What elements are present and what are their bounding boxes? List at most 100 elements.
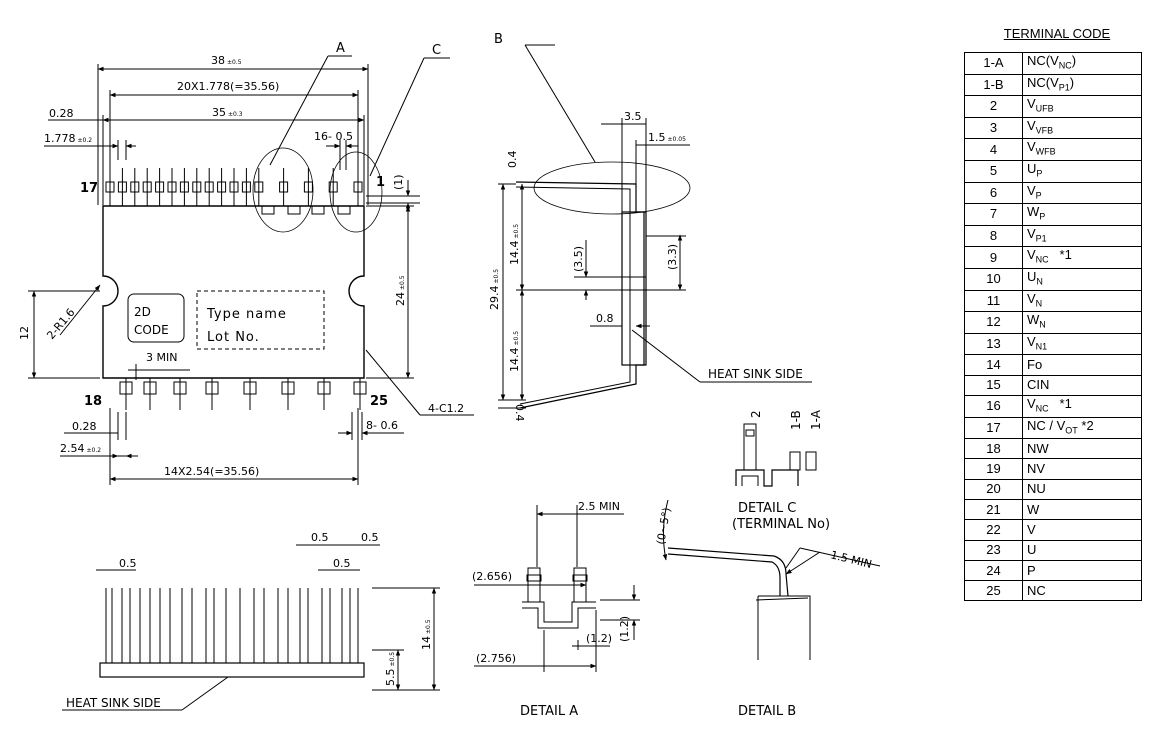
detail-a-2656: (2.656): [472, 570, 512, 583]
dim-r16: 2-R1.6: [44, 306, 77, 342]
terminal-no: 23: [964, 539, 1023, 561]
pin-bends: [261, 206, 351, 215]
terminal-function: UP: [1022, 159, 1142, 183]
terminal-no: 15: [964, 374, 1023, 396]
terminal-no: 7: [964, 203, 1023, 226]
terminal-no: 11: [964, 289, 1023, 313]
marking-box: [196, 290, 325, 350]
pin-head: [317, 381, 331, 395]
dim-pitch-top: 20X1.778(=35.56): [177, 80, 279, 93]
front-dim-55: 5.5±0.5: [384, 652, 397, 686]
bottom-pins: [119, 378, 367, 410]
code-2d-box: [127, 293, 185, 343]
terminal-no: 2: [964, 95, 1023, 118]
terminal-function: VNC *1: [1022, 394, 1142, 418]
pin-head: [241, 181, 251, 193]
terminal-function: NC / VOT *2: [1022, 416, 1142, 440]
pin-head: [130, 181, 140, 193]
pin-head: [142, 181, 152, 193]
detail-a-12v: (1.2): [618, 616, 631, 642]
dim-c12: 4-C1.2: [428, 402, 464, 415]
package-body: [102, 205, 365, 379]
dim-24: 24±0.5: [394, 275, 407, 306]
front-heat-sink-label: HEAT SINK SIDE: [66, 696, 161, 710]
terminal-no: 20: [964, 478, 1023, 500]
terminal-no: 12: [964, 311, 1023, 334]
detail-c-pin1b: 1-B: [789, 410, 803, 430]
detail-c-title1: DETAIL C: [738, 501, 796, 516]
terminal-no: 16: [964, 394, 1023, 418]
side-view: [498, 44, 812, 409]
pin-head: [192, 181, 202, 193]
terminal-function: U: [1022, 539, 1142, 561]
detail-a-drawing: [474, 505, 640, 672]
front-dim-14: 14±0.5: [420, 619, 433, 650]
code-2d-line1: 2D: [134, 305, 151, 319]
pin-head: [117, 181, 127, 193]
side-dim-35: 3.5: [624, 110, 642, 123]
side-dim-08: 0.8: [596, 312, 614, 325]
terminal-function: VVFB: [1022, 116, 1142, 140]
pin-head: [229, 181, 239, 193]
dim-pitch-bot: 14X2.54(=35.56): [164, 465, 259, 478]
terminal-function: NC: [1022, 580, 1142, 602]
pin-head: [328, 181, 338, 193]
dim-38: 38±0.5: [211, 54, 242, 67]
terminal-function: NW: [1022, 438, 1142, 460]
terminal-function: VUFB: [1022, 95, 1142, 118]
detail-b-angle: (0~5°): [654, 507, 673, 546]
pin-1-label: 1: [376, 175, 385, 190]
label-b: B: [494, 32, 503, 47]
pin-head: [119, 381, 133, 395]
detail-b-title: DETAIL B: [738, 704, 796, 719]
detail-a-12h: (1.2): [586, 632, 612, 645]
dim-254: 2.54±0.2: [60, 442, 101, 455]
terminal-function: VN1: [1022, 332, 1142, 356]
front-dim-05a: 0.5: [119, 557, 137, 570]
terminal-no: 18: [964, 438, 1023, 460]
terminal-no: 1-A: [964, 52, 1023, 75]
side-dim-04: 0.4: [506, 151, 519, 169]
terminal-no: 14: [964, 354, 1023, 376]
detail-a-title: DETAIL A: [520, 704, 578, 719]
top-view: [28, 55, 474, 485]
heat-sink-side-label: HEAT SINK SIDE: [708, 367, 803, 381]
side-dim-35p: (3.5): [572, 246, 585, 272]
pin-head: [205, 381, 219, 395]
type-name: Type name: [206, 307, 287, 322]
label-c: C: [432, 43, 441, 58]
terminal-no: 19: [964, 458, 1023, 480]
terminal-function: W: [1022, 498, 1142, 521]
front-pins: [105, 588, 359, 663]
side-dim-144b: 14.4±0.5: [508, 331, 521, 372]
terminal-no: 6: [964, 181, 1023, 205]
terminal-function: WP: [1022, 203, 1142, 226]
terminal-no: 21: [964, 498, 1023, 521]
terminal-function: VN: [1022, 289, 1142, 313]
side-dim-294: 29.4±0.5: [488, 269, 501, 310]
detail-c-title2: (TERMINAL No): [732, 517, 830, 532]
detail-a-25min: 2.5 MIN: [578, 500, 620, 513]
terminal-function: WN: [1022, 311, 1142, 334]
detail-b-drawing: [662, 499, 881, 660]
terminal-function: NU: [1022, 478, 1142, 500]
pin-25-label: 25: [370, 394, 388, 409]
